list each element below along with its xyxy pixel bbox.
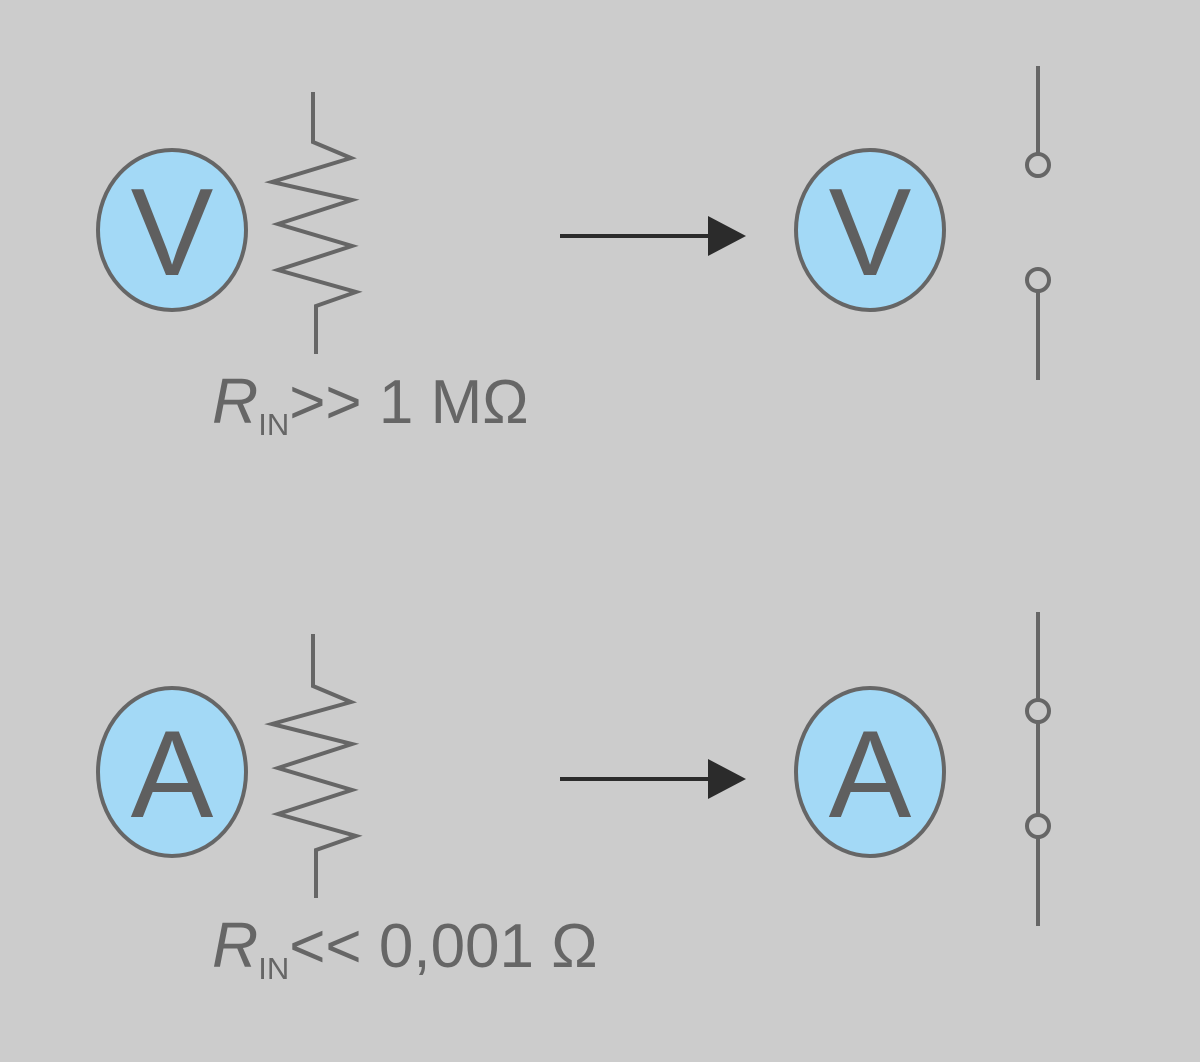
- resistor-icon: [264, 634, 363, 898]
- voltmeter-letter: V: [829, 164, 912, 302]
- arrow-icon: [560, 759, 746, 799]
- ammeter-ideal: A: [794, 686, 946, 858]
- ammeter-circle: [96, 686, 248, 858]
- voltmeter-letter: V: [131, 164, 214, 302]
- ammeter-letter: A: [829, 706, 912, 844]
- open-switch-icon: [1025, 66, 1051, 380]
- closed-switch-icon: [1025, 612, 1051, 926]
- ammeter-letter: A: [131, 706, 214, 844]
- voltmeter-resistance-label: RIN>> 1 MΩ: [212, 365, 529, 442]
- arrow-icon: [560, 216, 746, 256]
- ammeter-circle: [794, 686, 946, 858]
- ammeter-row: A RIN<< 0,001 Ω A: [96, 612, 1051, 986]
- voltmeter-circle: [794, 148, 946, 312]
- voltmeter-real: V: [96, 148, 248, 312]
- voltmeter-circle: [96, 148, 248, 312]
- voltmeter-row: V RIN>> 1 MΩ V: [96, 66, 1051, 442]
- ammeter-real: A: [96, 686, 248, 858]
- resistor-icon: [264, 92, 363, 354]
- voltmeter-ideal: V: [794, 148, 946, 312]
- ammeter-resistance-label: RIN<< 0,001 Ω: [212, 909, 598, 986]
